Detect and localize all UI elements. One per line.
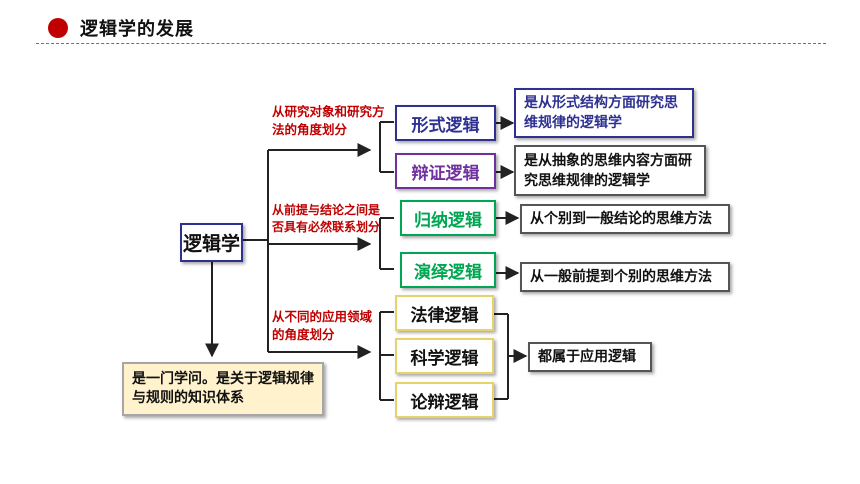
- header-dot: [48, 18, 68, 38]
- inductive-logic-label: 归纳逻辑: [414, 210, 482, 231]
- dialectical-logic-description-text: 是从抽象的思维内容方面研究思维规律的逻辑学: [524, 152, 692, 189]
- branch-label-object-method: 从研究对象和研究方法的角度划分: [272, 104, 385, 137]
- applied-logic-summary-text: 都属于应用逻辑: [538, 349, 636, 365]
- formal-logic-description-text: 是从形式结构方面研究思维规律的逻辑学: [524, 95, 678, 131]
- debate-logic-label: 论辩逻辑: [410, 392, 479, 413]
- page-title: 逻辑学的发展: [80, 19, 194, 40]
- deductive-logic-label: 演绎逻辑: [414, 262, 482, 283]
- formal-logic-node: 形式逻辑: [395, 105, 496, 141]
- applied-logic-summary: 都属于应用逻辑: [528, 342, 652, 372]
- legal-logic-node: 法律逻辑: [395, 295, 494, 331]
- formal-logic-label: 形式逻辑: [411, 115, 480, 136]
- dialectical-logic-description: 是从抽象的思维内容方面研究思维规律的逻辑学: [514, 145, 706, 196]
- root-node: 逻辑学: [180, 223, 243, 262]
- scientific-logic-node: 科学逻辑: [395, 338, 494, 374]
- deductive-logic-node: 演绎逻辑: [400, 252, 496, 288]
- branch-label-application: 从不同的应用领域的角度划分: [272, 309, 373, 342]
- legal-logic-label: 法律逻辑: [410, 305, 479, 326]
- inductive-logic-description-text: 从个别到一般结论的思维方法: [530, 211, 712, 227]
- debate-logic-node: 论辩逻辑: [395, 382, 494, 418]
- formal-logic-description: 是从形式结构方面研究思维规律的逻辑学: [514, 88, 694, 138]
- header-divider: [36, 43, 826, 44]
- branch-label-necessity: 从前提与结论之间是否具有必然联系划分: [272, 203, 381, 234]
- inductive-logic-node: 归纳逻辑: [400, 200, 496, 236]
- dialectical-logic-node: 辩证逻辑: [395, 153, 496, 189]
- inductive-logic-description: 从个别到一般结论的思维方法: [520, 204, 730, 234]
- deductive-logic-description: 从一般前提到个别的思维方法: [520, 262, 730, 292]
- definition-text: 是一门学问。是关于逻辑规律与规则的知识体系: [132, 371, 314, 406]
- definition-box: 是一门学问。是关于逻辑规律与规则的知识体系: [122, 362, 324, 416]
- root-label: 逻辑学: [182, 233, 240, 255]
- scientific-logic-label: 科学逻辑: [410, 348, 479, 369]
- dialectical-logic-label: 辩证逻辑: [411, 163, 480, 184]
- deductive-logic-description-text: 从一般前提到个别的思维方法: [530, 269, 712, 285]
